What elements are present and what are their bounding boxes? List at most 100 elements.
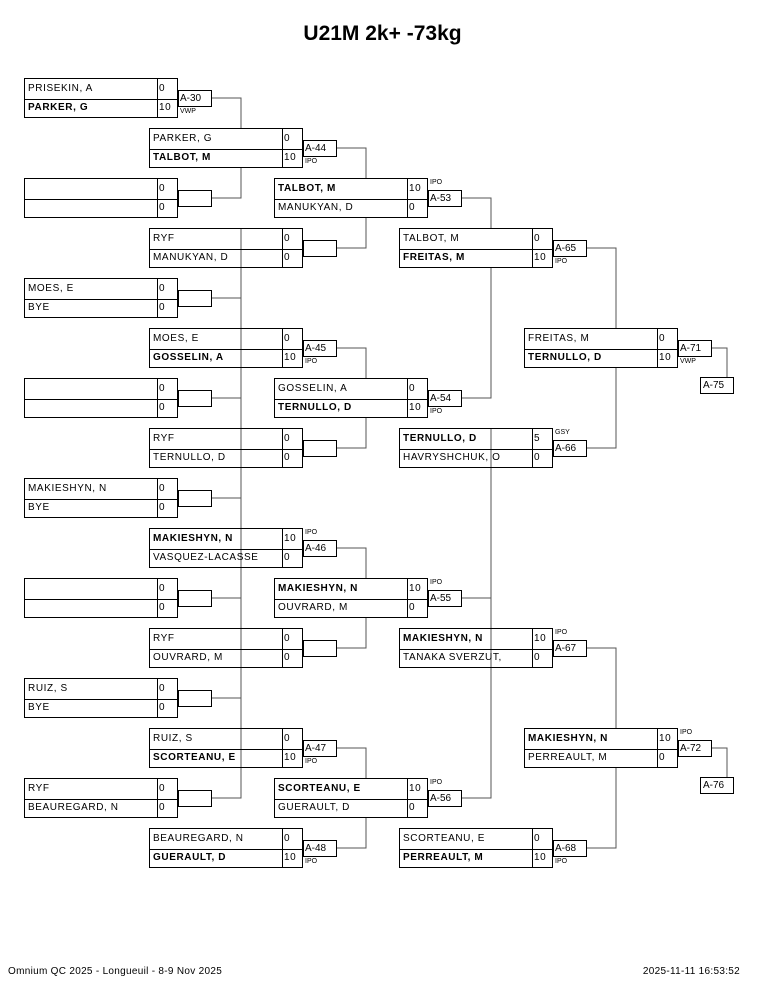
result-note: IPO [305, 158, 318, 165]
competitor-name: MAKIESHYN, N [28, 483, 107, 494]
match-number[interactable] [303, 440, 337, 457]
match-number[interactable]: A-55 [428, 590, 462, 607]
match-number[interactable]: A-46 [303, 540, 337, 557]
match-number[interactable]: A-72 [678, 740, 712, 757]
match-number[interactable] [178, 290, 212, 307]
match-number[interactable]: A-44 [303, 140, 337, 157]
competitor-row[interactable]: 0 [25, 598, 179, 618]
match-number[interactable] [178, 690, 212, 707]
match-number[interactable]: A-68 [553, 840, 587, 857]
connector-line [712, 347, 728, 377]
match-number[interactable] [303, 640, 337, 657]
connector-line [587, 247, 617, 328]
match-number[interactable] [178, 490, 212, 507]
competitor-row[interactable]: 0 [25, 379, 179, 400]
connector-line [212, 168, 242, 199]
match-number[interactable]: A-45 [303, 340, 337, 357]
competitor-score: 10 [532, 248, 554, 267]
competitor-row[interactable]: 0 [25, 198, 179, 218]
competitor-score: 0 [157, 379, 179, 398]
match-number[interactable]: A-30 [178, 90, 212, 107]
match-number[interactable] [178, 590, 212, 607]
match-number[interactable] [178, 790, 212, 807]
competitor-score: 0 [657, 329, 679, 348]
match-number[interactable]: A-56 [428, 790, 462, 807]
competitor-name: TERNULLO, D [528, 352, 602, 363]
match-number[interactable] [303, 240, 337, 257]
next-match-box[interactable]: A-76 [700, 777, 734, 794]
match-number[interactable] [178, 190, 212, 207]
competitor-name: PARKER, G [28, 102, 89, 113]
competitor-row[interactable]: 0 [25, 398, 179, 418]
match-number[interactable]: A-53 [428, 190, 462, 207]
match-number[interactable]: A-54 [428, 390, 462, 407]
competitor-name: PARKER, G [153, 133, 213, 144]
competitor-name: TANAKA SVERZUT, [403, 652, 502, 663]
match-number[interactable]: A-67 [553, 640, 587, 657]
match-number[interactable]: A-48 [303, 840, 337, 857]
footer-event: Omnium QC 2025 - Longueuil - 8-9 Nov 202… [8, 966, 223, 977]
competitor-score: 0 [157, 298, 179, 317]
match-number[interactable]: A-66 [553, 440, 587, 457]
match-number[interactable]: A-71 [678, 340, 712, 357]
competitor-row[interactable]: 0 [25, 179, 179, 200]
match-number[interactable] [178, 390, 212, 407]
competitor-row[interactable]: TANAKA SVERZUT,0 [400, 648, 554, 668]
match-number[interactable]: A-65 [553, 240, 587, 257]
next-match-box[interactable]: A-75 [700, 377, 734, 394]
competitor-row[interactable]: 0 [25, 579, 179, 600]
match-number[interactable]: A-47 [303, 740, 337, 757]
competitor-score: 0 [282, 329, 304, 348]
competitor-score: 0 [157, 179, 179, 198]
